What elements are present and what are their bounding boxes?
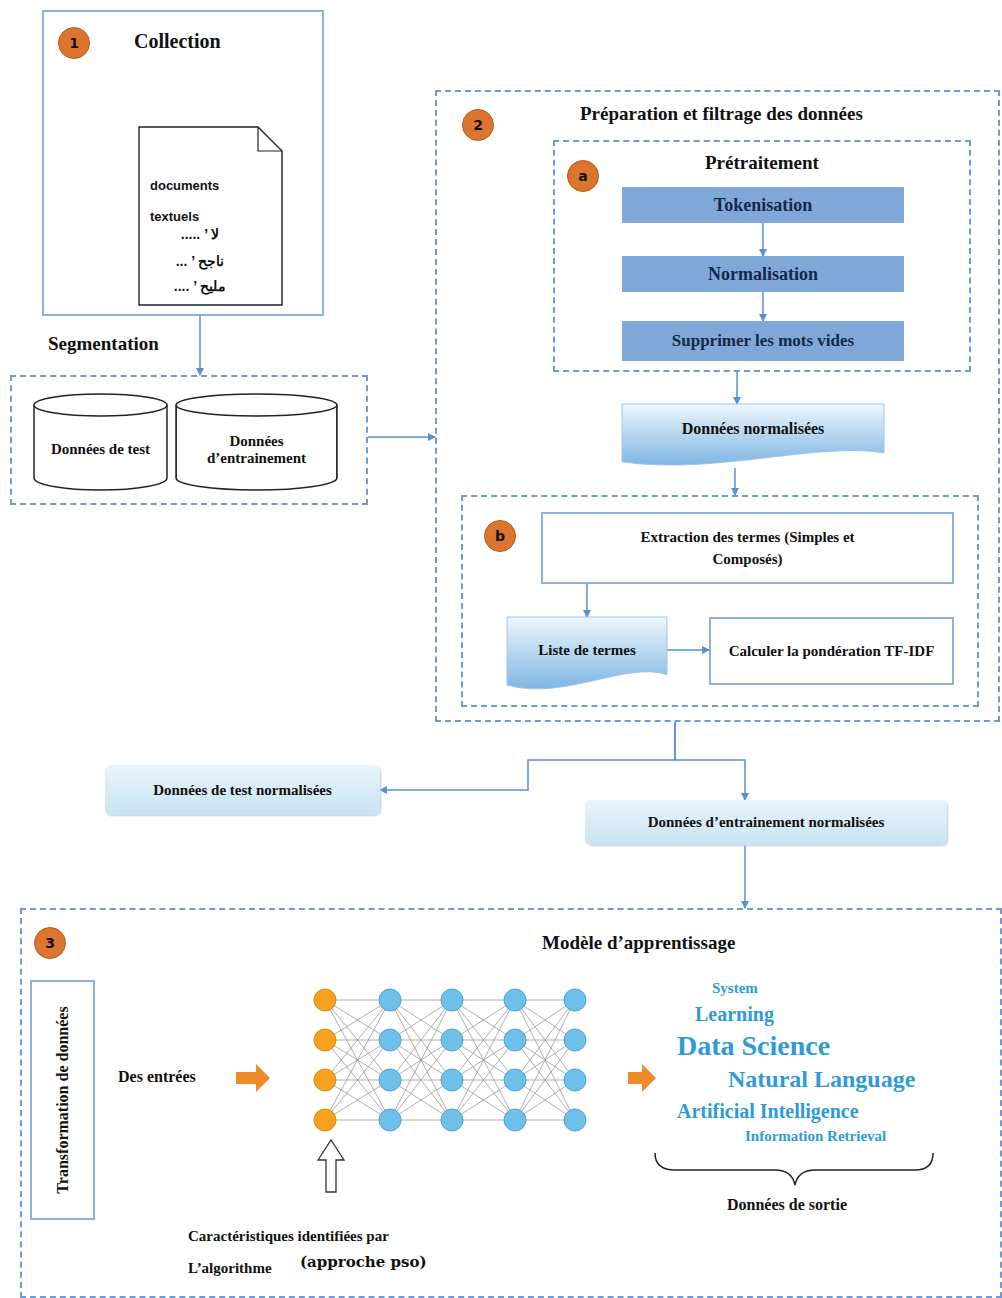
- diagram-node: Normalisation: [622, 256, 904, 292]
- connector: [762, 292, 764, 321]
- connector: [734, 468, 736, 495]
- node-text: Données d’entrainement: [175, 417, 338, 467]
- text-label: Information Retrieval: [745, 1128, 886, 1145]
- node-text: Calculer la pondération TF-IDF: [729, 640, 935, 662]
- connector: [667, 649, 709, 651]
- text-label: Données de sortie: [727, 1196, 847, 1214]
- node-text: Données de test normalisées: [153, 782, 332, 799]
- connector: [368, 436, 435, 438]
- diagram-node: Tokenisation: [622, 187, 904, 223]
- text-label: Data Science: [677, 1030, 830, 1062]
- node-text: Données de test: [43, 425, 158, 458]
- node-text: Transformation de données: [54, 1006, 72, 1193]
- connector: [586, 584, 588, 617]
- node-text: Données normalisées: [682, 420, 825, 456]
- node-text: ناجح ’ ...: [160, 253, 240, 269]
- diagram-node: Calculer la pondération TF-IDF: [709, 617, 954, 685]
- diagram-node: b Extraction des termes (Simples et Compo…: [461, 495, 979, 707]
- text-label: System: [712, 980, 758, 997]
- neural-network: [314, 989, 586, 1131]
- diagram-node: Données d’entrainement: [175, 393, 338, 490]
- diagram-node: a PrétraitementTokenisationNormalisationS…: [553, 140, 971, 372]
- node-text: مليح ’ ....: [160, 278, 240, 294]
- diagram-node: documents textuelsلا ’ ..... ناجح ’ ... مل…: [138, 126, 283, 306]
- callout-number: a: [567, 160, 599, 192]
- output-arrow: [628, 1064, 656, 1092]
- node-text: Normalisation: [708, 264, 818, 285]
- node-text: Données d’entrainement normalisées: [648, 814, 885, 831]
- connector: [675, 722, 745, 800]
- node-text: Segmentation: [48, 333, 159, 355]
- text-label: Artificial Intelligence: [677, 1100, 859, 1123]
- diagram-node: Données de test normalisées: [105, 765, 380, 815]
- node-text: Collection: [134, 30, 221, 53]
- node-text: Préparation et filtrage des données: [580, 103, 863, 125]
- node-text: documents textuels: [150, 170, 230, 232]
- connector: [762, 223, 764, 256]
- callout-number: 2: [462, 109, 494, 141]
- diagram-node: Données de test: [33, 393, 168, 490]
- node-text: Tokenisation: [714, 195, 812, 216]
- node-text: Supprimer les mots vides: [672, 331, 854, 351]
- doc-outline: [622, 404, 884, 472]
- feature-arrow: [318, 1140, 344, 1192]
- input-arrow: [236, 1064, 270, 1092]
- node-text: Modèle d’apprentissage: [542, 932, 735, 954]
- text-label: Learning: [695, 1003, 774, 1026]
- output-brace: [655, 1153, 933, 1185]
- connector: [380, 722, 675, 790]
- callout-number: 1: [58, 27, 90, 59]
- node-text: Extraction des termes (Simples et Compos…: [628, 526, 868, 570]
- diagram-node: 2 Préparation et filtrage des données a Pré…: [435, 90, 1000, 722]
- text-label: Des entrées: [118, 1068, 196, 1086]
- diagram-node: Liste de termes: [507, 617, 667, 697]
- callout-number: 3: [34, 927, 66, 959]
- connector: [744, 845, 746, 908]
- node-text: لا ’ .....: [160, 226, 240, 242]
- diagram-node: Données d’entrainement normalisées: [585, 800, 947, 845]
- node-text: Prétraitement: [705, 152, 819, 174]
- text-label: Natural Language: [728, 1066, 915, 1093]
- connector: [736, 372, 738, 404]
- text-label: Caractéristiques identifiées par L’algor…: [188, 1220, 428, 1284]
- diagram-node: 1 Collection documents textuelsلا ’ ..... ن…: [42, 10, 324, 316]
- diagram-node: SegmentationDonnées de testDonnées d’ent…: [10, 375, 368, 505]
- diagram-node: Transformation de données: [30, 980, 95, 1220]
- connector: [199, 316, 201, 375]
- text-label: (approche pso): [300, 1253, 427, 1271]
- diagram-node: Supprimer les mots vides: [622, 321, 904, 361]
- diagram-node: Extraction des termes (Simples et Compos…: [541, 512, 954, 584]
- diagram-node: Données normalisées: [622, 404, 884, 472]
- callout-number: b: [484, 520, 516, 552]
- node-text: Liste de termes: [538, 639, 635, 675]
